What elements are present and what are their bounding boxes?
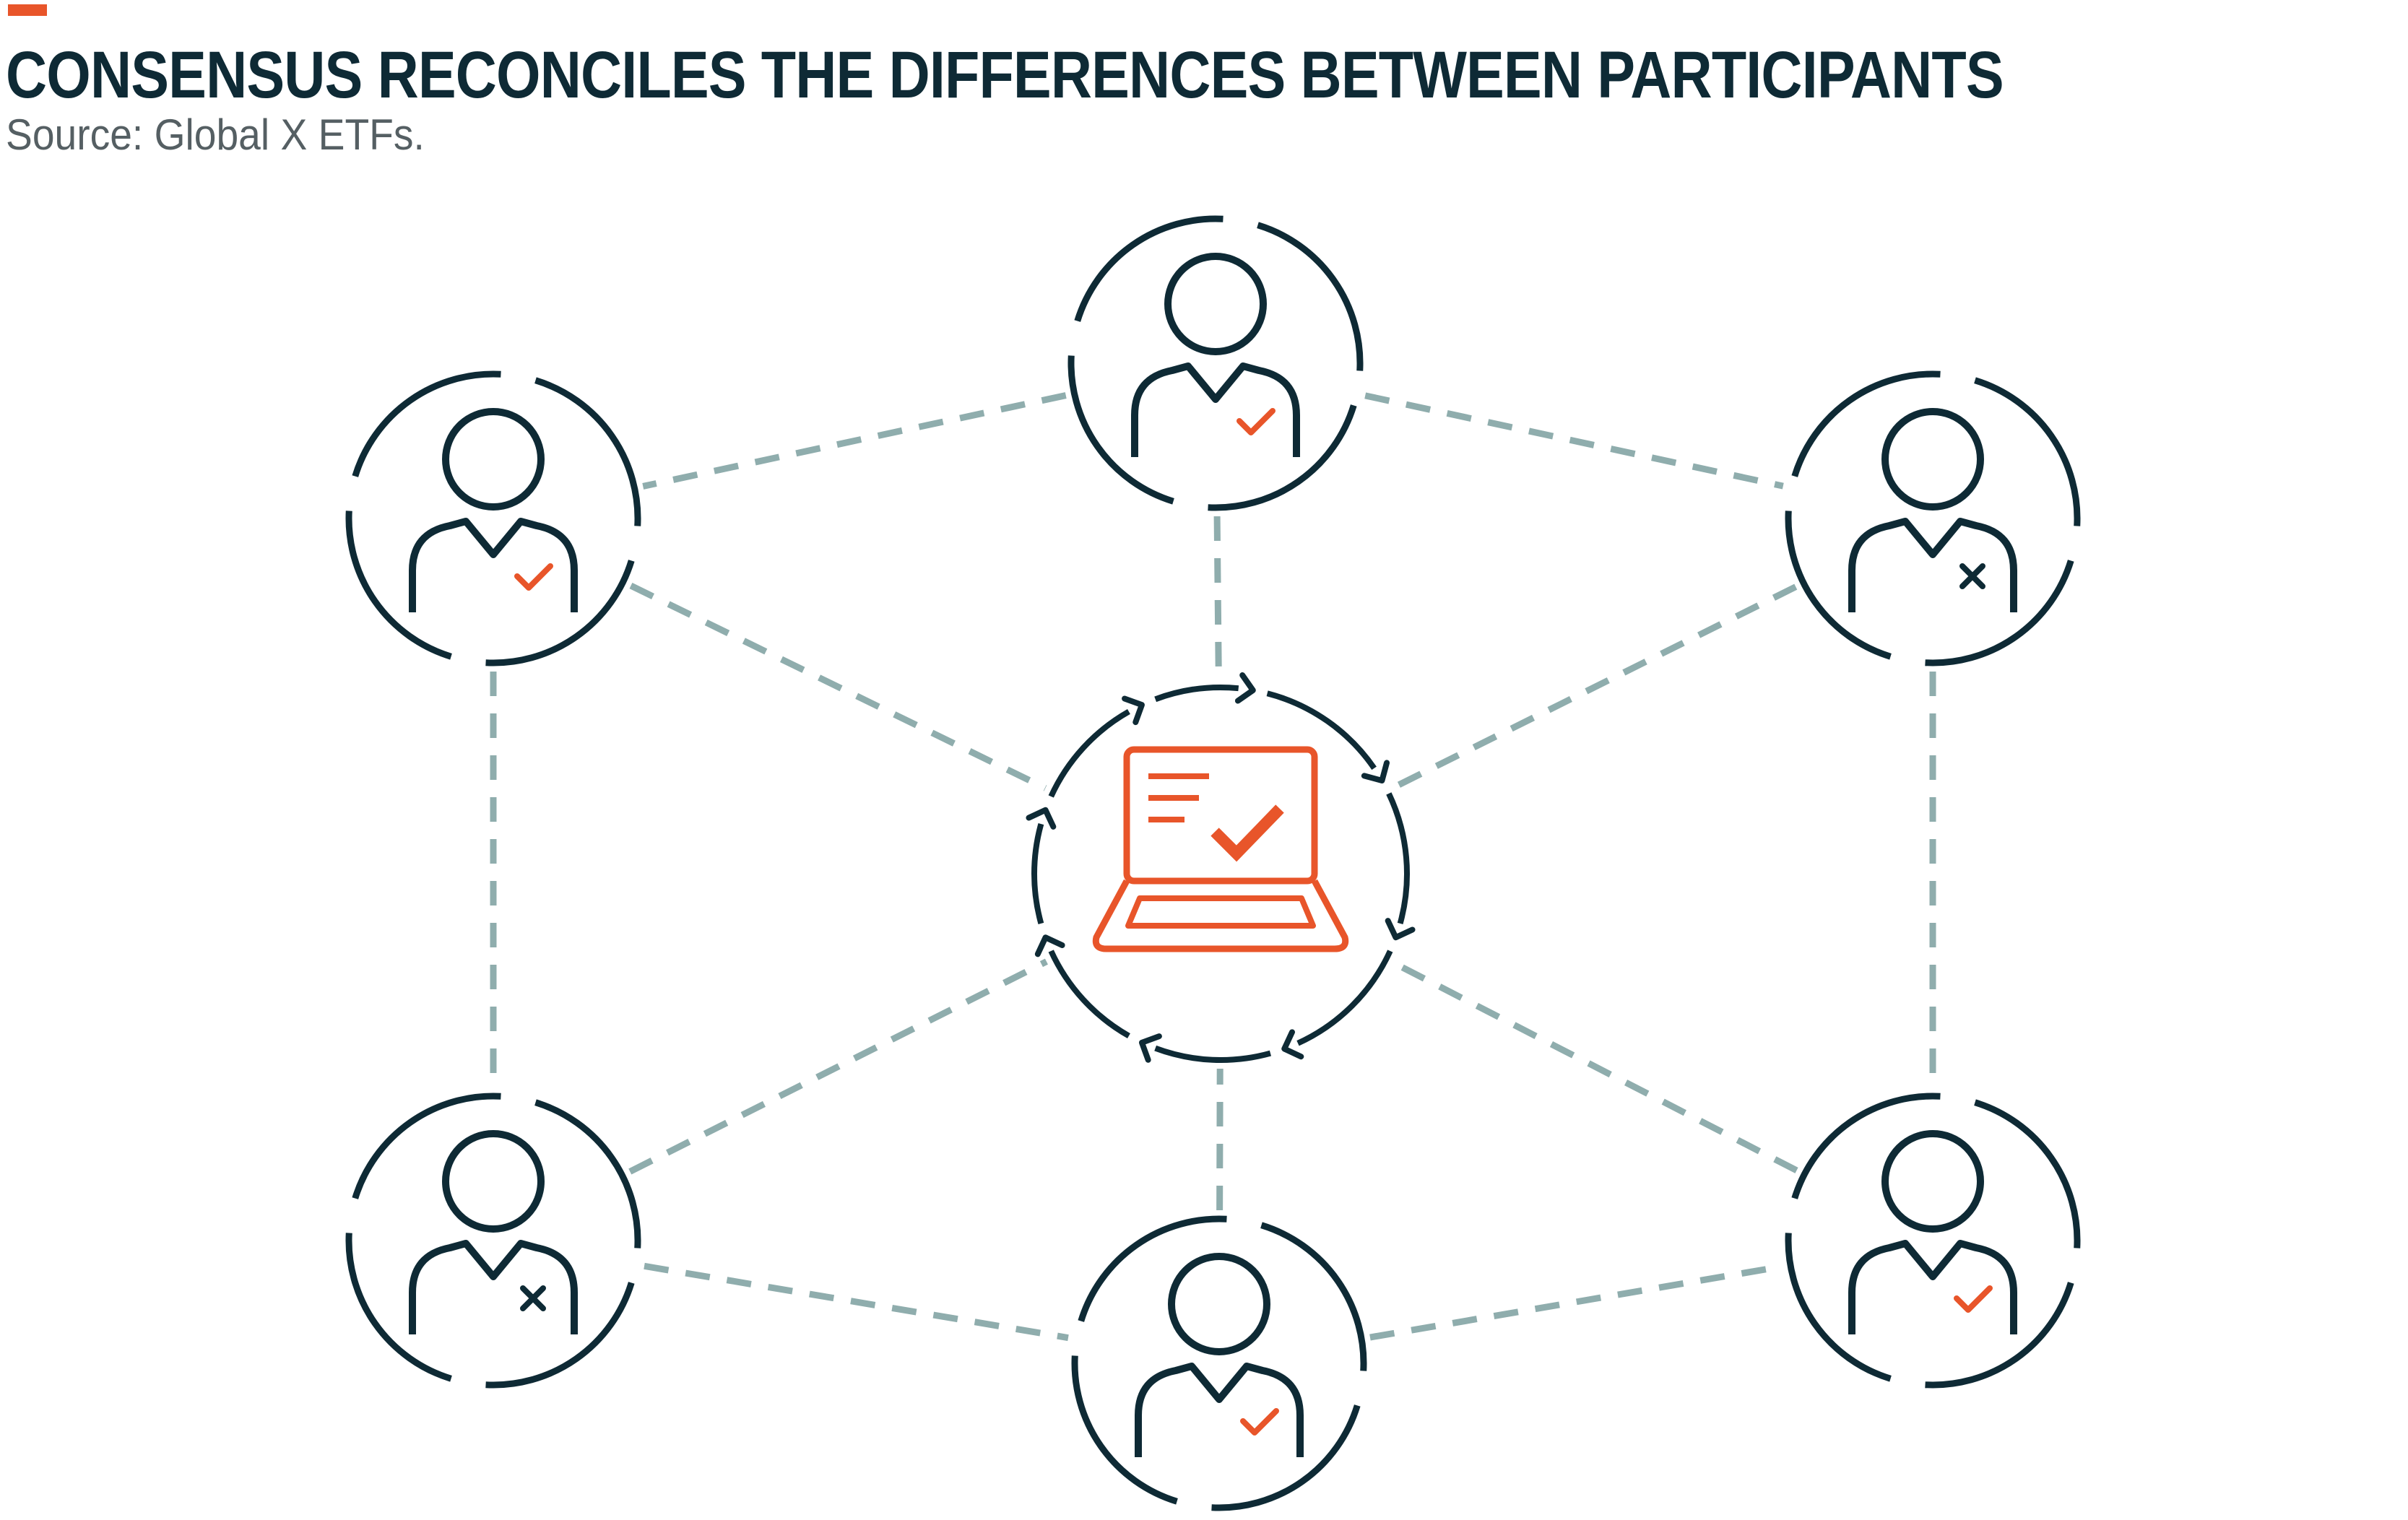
central-ledger-node: [1026, 672, 1416, 1063]
participant-ring: [345, 511, 452, 660]
participant-ring: [485, 1282, 635, 1389]
cycle-arrow-icon: [1026, 807, 1057, 830]
check-mark-icon: [1237, 408, 1276, 435]
accent-bar: [8, 4, 47, 16]
person-body-icon: [409, 518, 578, 612]
participant-ring: [1074, 215, 1224, 322]
cycle-arrow-icon: [1138, 1033, 1162, 1063]
person-body-icon: [409, 1240, 578, 1334]
participant-upper-right: [1785, 370, 2081, 666]
connector-line: [1369, 1263, 1783, 1341]
participant-ring: [534, 377, 641, 526]
cycle-ring-arc: [1031, 822, 1044, 925]
cycle-arrow-icon: [1281, 1029, 1304, 1060]
participant-ring: [1974, 1099, 2081, 1248]
participant-ring: [352, 370, 501, 477]
connector-line: [1216, 1068, 1224, 1211]
participant-ring: [1974, 377, 2081, 526]
participant-top-center: [1067, 215, 1364, 511]
participant-upper-left: [345, 370, 641, 666]
participant-lower-right: [1785, 1093, 2081, 1389]
person-head-icon: [442, 1130, 545, 1233]
laptop-check-icon: [1092, 746, 1349, 952]
participant-ring: [1925, 560, 2074, 666]
connector-line: [1213, 516, 1222, 679]
person-body-icon: [1135, 1363, 1304, 1457]
cycle-arrow-icon: [1361, 760, 1390, 783]
cycle-ring-arc: [1266, 690, 1377, 770]
connector-line: [1392, 960, 1798, 1173]
check-mark-icon: [514, 563, 553, 591]
cycle-arrow-icon: [1385, 918, 1416, 941]
participant-ring: [1791, 1093, 1941, 1199]
connector-line: [628, 958, 1048, 1175]
participant-ring: [1785, 1233, 1892, 1382]
laptop-screen-icon: [1123, 746, 1318, 885]
laptop-base-icon: [1092, 879, 1349, 952]
page-title: CONSENSUS RECONCILES THE DIFFERENCES BET…: [6, 38, 2004, 112]
participant-ring: [352, 1093, 501, 1199]
person-head-icon: [1164, 253, 1267, 355]
check-mark-icon: [1954, 1285, 1993, 1313]
participant-nodes: [345, 215, 2081, 1511]
participant-ring: [534, 1099, 641, 1248]
connector-line: [644, 1262, 1069, 1342]
participant-lower-left: [345, 1093, 641, 1389]
cycle-ring-arc: [1048, 708, 1130, 798]
source-note: Source: Global X ETFs.: [6, 110, 425, 159]
laptop-keyboard-icon: [1125, 895, 1316, 929]
participant-ring: [1211, 1404, 1361, 1511]
participant-ring: [1785, 511, 1892, 660]
cycle-ring-arc: [1154, 685, 1239, 703]
participant-ring: [1257, 222, 1364, 371]
laptop-check-mark-icon: [1211, 804, 1284, 862]
connector-line: [1393, 583, 1798, 790]
cycle-ring-arc: [1296, 950, 1393, 1046]
participant-ring: [1208, 404, 1357, 511]
participant-ring: [345, 1233, 452, 1382]
participant-ring: [1260, 1222, 1367, 1371]
connector-line: [1364, 392, 1784, 490]
cycle-arrow-icon: [1034, 934, 1065, 957]
person-head-icon: [1881, 1130, 1984, 1233]
cycle-ring-arc: [1048, 950, 1130, 1039]
participant-ring: [1925, 1282, 2074, 1389]
connector-line: [629, 583, 1047, 791]
cross-mark-icon: [1959, 563, 1985, 589]
person-head-icon: [1168, 1253, 1270, 1355]
participant-ring: [485, 560, 635, 666]
cycle-arrow-icon: [1234, 672, 1256, 704]
connector-lines: [490, 392, 1936, 1342]
participant-ring: [1071, 1355, 1178, 1505]
person-head-icon: [1881, 408, 1984, 511]
person-body-icon: [1848, 518, 2017, 612]
connector-line: [642, 392, 1067, 490]
cycle-ring-arc: [1154, 1045, 1272, 1063]
cross-mark-icon: [520, 1285, 546, 1311]
participant-ring: [1078, 1215, 1227, 1322]
participant-bottom-center: [1071, 1215, 1367, 1511]
cycle-arrow-icon: [1122, 695, 1145, 726]
person-head-icon: [442, 408, 545, 511]
person-body-icon: [1848, 1240, 2017, 1334]
cycle-ring-arc: [1386, 792, 1410, 925]
participant-ring: [1791, 370, 1941, 477]
participant-ring: [1067, 355, 1174, 505]
check-mark-icon: [1240, 1408, 1279, 1436]
person-body-icon: [1131, 362, 1300, 457]
